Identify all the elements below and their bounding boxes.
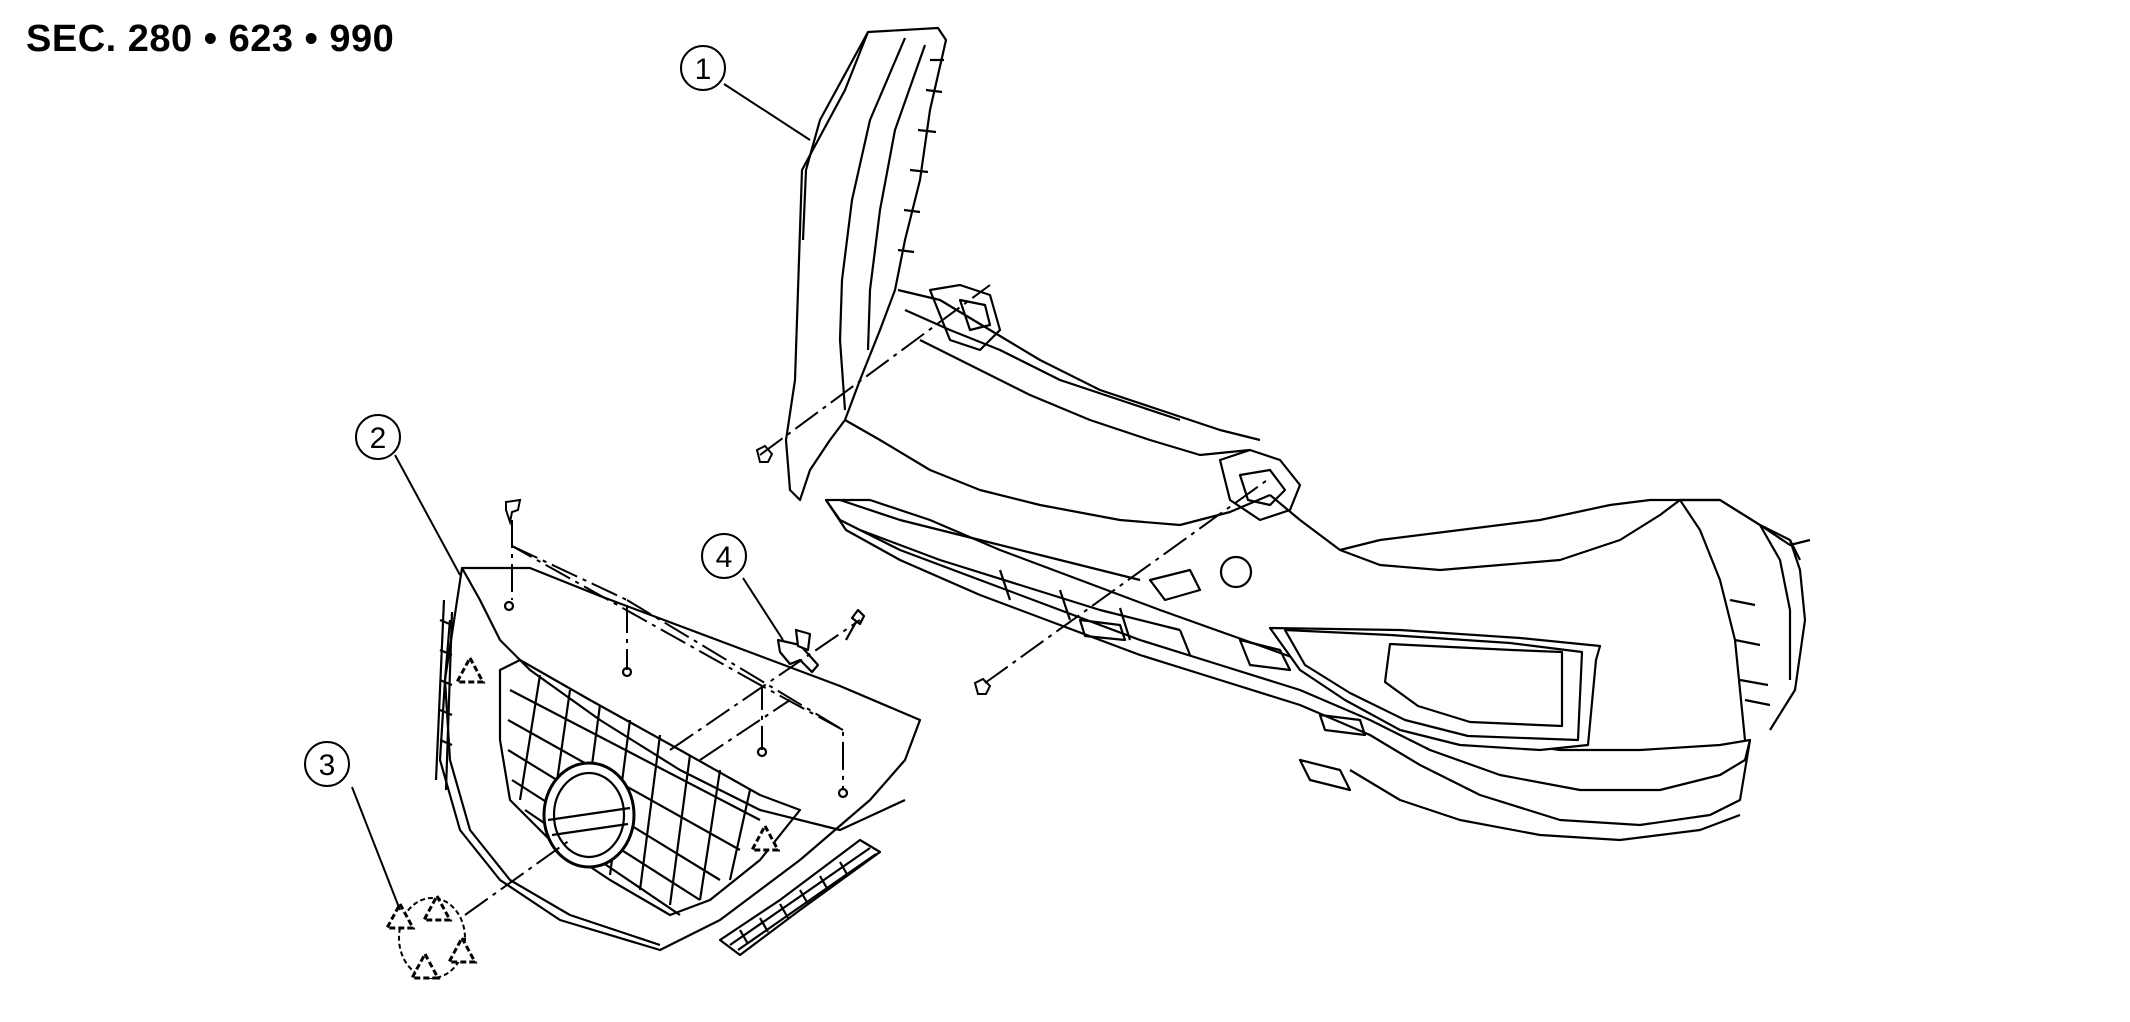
- svg-text:1: 1: [695, 53, 712, 86]
- front-grille: [434, 566, 922, 957]
- fasteners: [505, 444, 992, 695]
- callout-2: 2: [355, 414, 401, 460]
- emblem-clips: [385, 656, 780, 980]
- callout-1: 1: [680, 45, 726, 91]
- assembly-lines: [464, 284, 1271, 916]
- svg-text:4: 4: [716, 541, 733, 574]
- grille-bracket: [776, 608, 866, 674]
- leader-lines: [351, 83, 811, 911]
- callout-3: 3: [304, 741, 350, 787]
- svg-text:2: 2: [370, 422, 387, 455]
- section-title: SEC. 280 • 623 • 990: [26, 18, 395, 60]
- svg-text:3: 3: [319, 749, 336, 782]
- front-bumper-fascia: [784, 26, 1811, 842]
- callout-4: 4: [701, 533, 747, 579]
